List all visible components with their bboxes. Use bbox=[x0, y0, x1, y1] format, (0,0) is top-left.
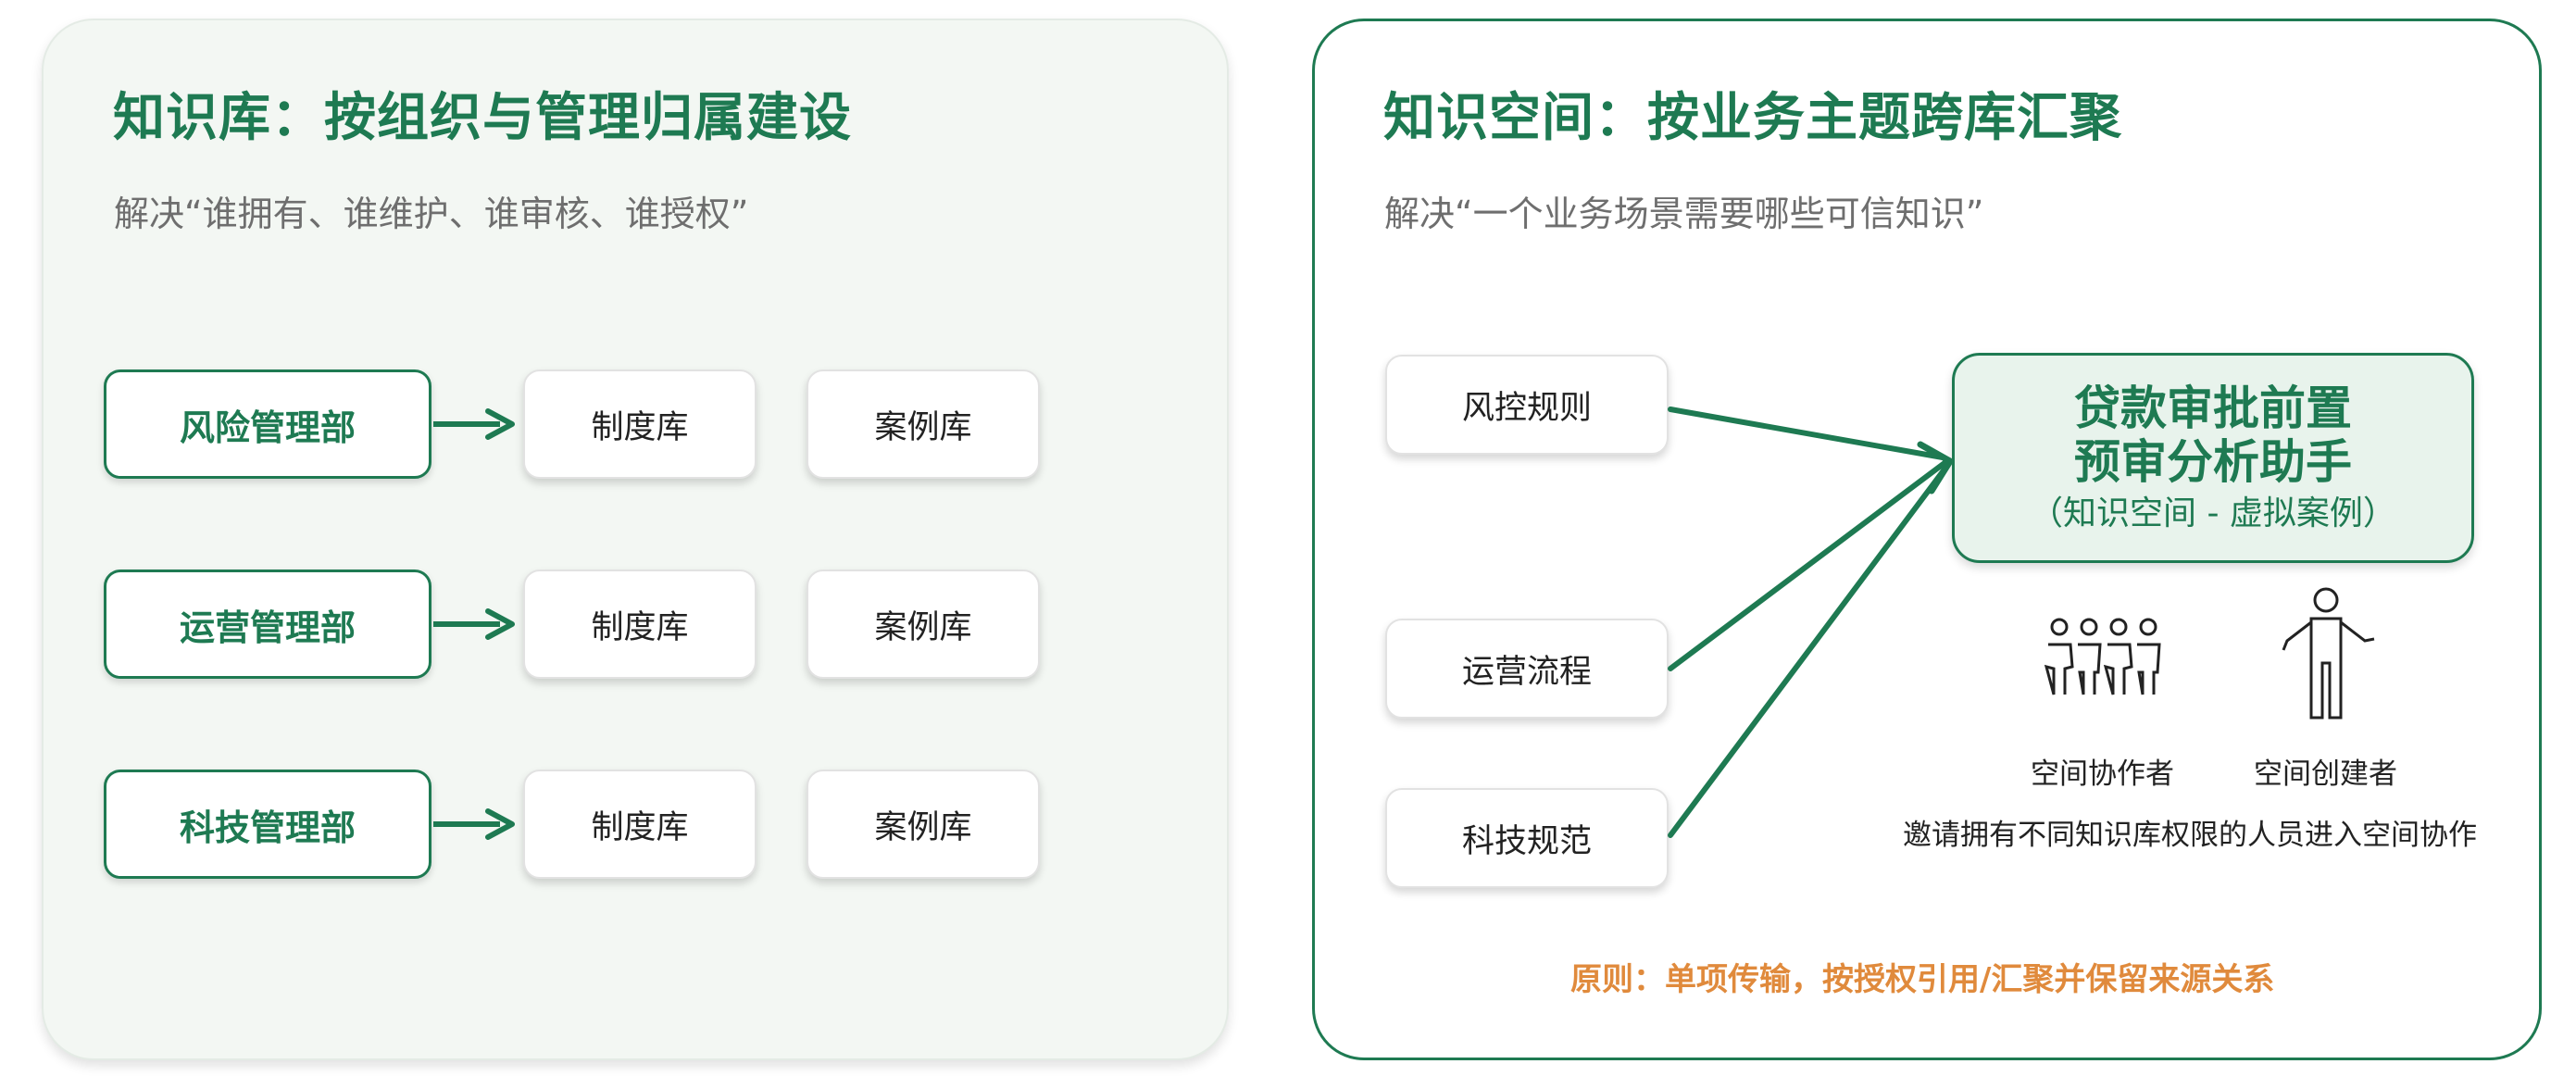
arrow-risk-rules-to-space bbox=[1668, 407, 1945, 460]
library-box-case: 案例库 bbox=[807, 770, 1040, 879]
knowledge-space-target-box: 贷款审批前置 预审分析助手 （知识空间 - 虚拟案例） bbox=[1952, 353, 2474, 563]
target-caption: （知识空间 - 虚拟案例） bbox=[2030, 494, 2396, 532]
target-title-line1: 贷款审批前置 bbox=[2074, 381, 2352, 435]
arrowhead-convergence bbox=[1917, 441, 1954, 494]
arrow-technology-to-policy bbox=[433, 808, 515, 840]
library-box-policy: 制度库 bbox=[523, 570, 757, 679]
department-box-operations: 运营管理部 bbox=[104, 570, 431, 679]
arrow-risk-to-policy bbox=[433, 408, 515, 440]
source-box-tech-standard: 科技规范 bbox=[1385, 788, 1669, 888]
library-box-case: 案例库 bbox=[807, 570, 1040, 679]
creator-icon bbox=[2282, 587, 2375, 720]
library-box-case: 案例库 bbox=[807, 369, 1040, 479]
right-panel-title: 知识空间：按业务主题跨库汇聚 bbox=[1383, 88, 2122, 148]
right-panel-subtitle: 解决“一个业务场景需要哪些可信知识” bbox=[1384, 194, 1984, 234]
department-box-risk: 风险管理部 bbox=[104, 369, 431, 479]
arrow-tech-standard-to-space bbox=[1668, 464, 1949, 838]
invite-description: 邀请拥有不同知识库权限的人员进入空间协作 bbox=[1903, 819, 2477, 852]
collaborators-icon bbox=[2044, 618, 2161, 695]
library-box-policy: 制度库 bbox=[523, 770, 757, 879]
role-label-collaborator: 空间协作者 bbox=[2031, 757, 2174, 791]
target-title-line2: 预审分析助手 bbox=[2074, 434, 2352, 489]
department-box-technology: 科技管理部 bbox=[104, 770, 431, 879]
source-box-operation-process: 运营流程 bbox=[1385, 619, 1669, 719]
knowledge-base-panel bbox=[42, 19, 1229, 1060]
left-panel-subtitle: 解决“谁拥有、谁维护、谁审核、谁授权” bbox=[114, 194, 749, 234]
role-label-creator: 空间创建者 bbox=[2254, 757, 2397, 791]
principle-note: 原则：单项传输，按授权引用/汇聚并保留来源关系 bbox=[1570, 961, 2275, 998]
source-box-risk-rules: 风控规则 bbox=[1385, 355, 1669, 455]
left-panel-title: 知识库：按组织与管理归属建设 bbox=[113, 88, 852, 148]
arrow-operations-to-policy bbox=[433, 608, 515, 640]
arrow-operation-process-to-space bbox=[1668, 460, 1947, 671]
library-box-policy: 制度库 bbox=[523, 369, 757, 479]
